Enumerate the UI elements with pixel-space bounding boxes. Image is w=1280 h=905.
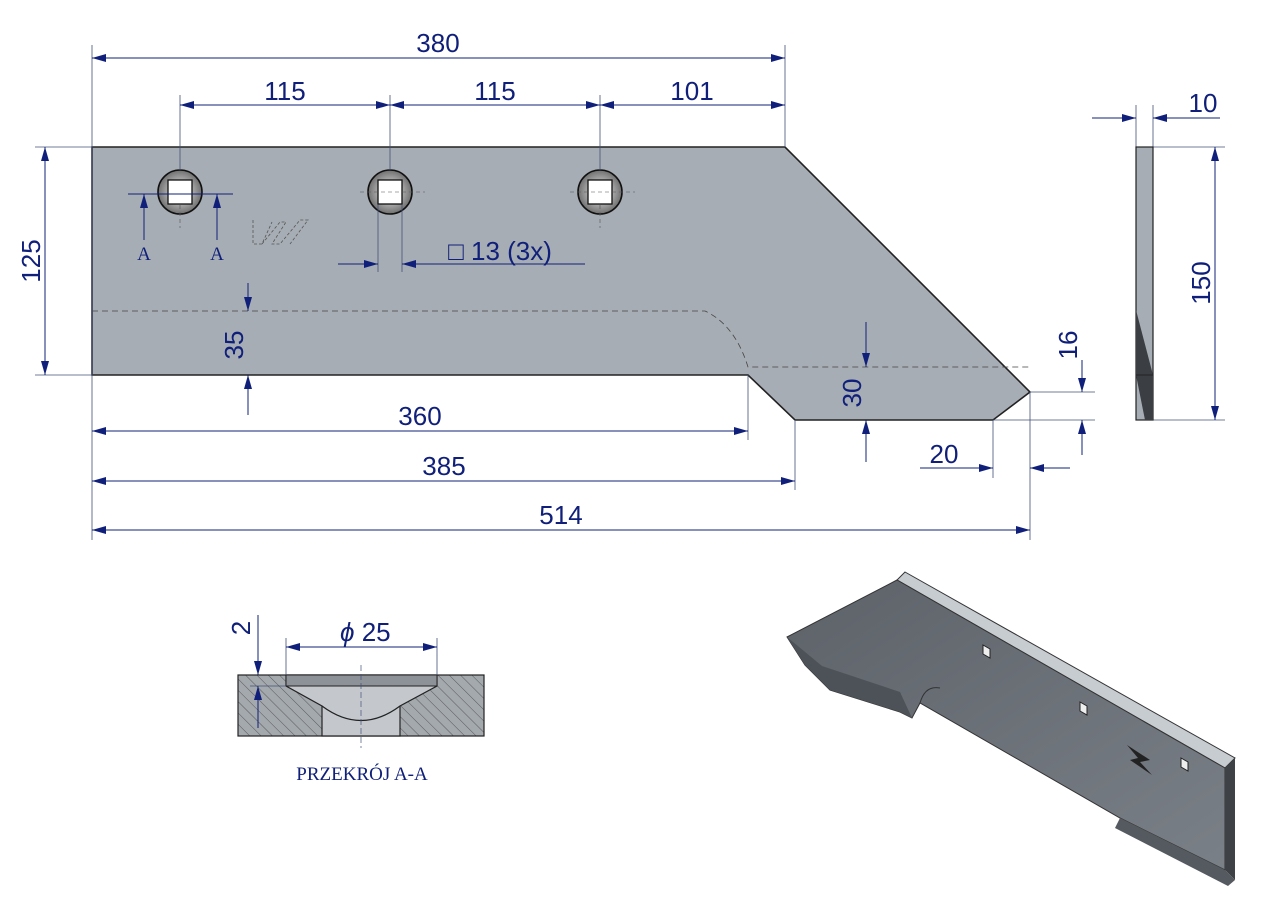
dim-2: 2 [226, 621, 256, 635]
dimension-labels: 380 115 115 101 125 35 □ 13 (3x) 360 385… [16, 28, 1217, 530]
dim-35: 35 [219, 331, 249, 360]
isometric-view [786, 571, 1236, 886]
section-mark-a-left: A [137, 244, 151, 265]
section-title: PRZEKRÓJ A-A [296, 763, 428, 785]
dimension-lines [41, 54, 1220, 534]
hole-1 [157, 169, 203, 215]
dim-16: 16 [1053, 331, 1083, 360]
diameter-symbol-icon: ϕ [340, 617, 354, 647]
section-a-a: 2 ϕ 25 PRZEKRÓJ A-A [226, 615, 485, 785]
dim-115-b: 115 [474, 76, 515, 106]
logo-mark-icon [252, 219, 309, 245]
dim-30: 30 [837, 379, 867, 408]
dim-360: 360 [398, 401, 441, 431]
hidden-line [92, 310, 1030, 368]
plate-outline [91, 146, 1032, 421]
dim-125: 125 [16, 239, 46, 282]
dim-diameter-25: ϕ 25 [340, 617, 391, 647]
front-view [91, 146, 1032, 421]
hole-spec: □ 13 (3x) [448, 236, 552, 266]
dim-115-a: 115 [264, 76, 305, 106]
dim-380: 380 [416, 28, 459, 58]
dim-150: 150 [1186, 261, 1216, 304]
side-view [1135, 146, 1154, 421]
dim-385: 385 [422, 451, 465, 481]
dim-101: 101 [670, 76, 713, 106]
iso-logo-icon [1127, 745, 1152, 775]
dim-514: 514 [539, 500, 582, 530]
section-mark-a-right: A [210, 244, 224, 265]
dim-20: 20 [930, 439, 959, 469]
dim-10: 10 [1189, 88, 1218, 118]
